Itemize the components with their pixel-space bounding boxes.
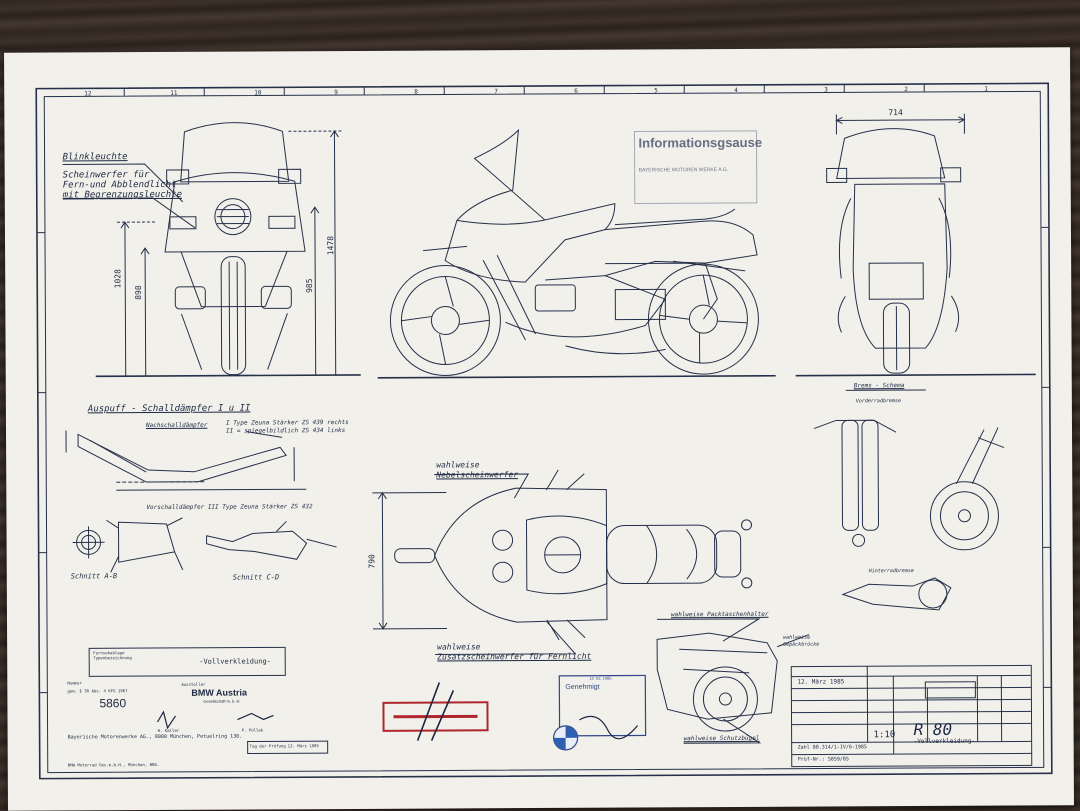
dim-985: 985 <box>305 278 314 293</box>
auspuff-title: Auspuff - Schalldämpfer I u II <box>88 404 251 415</box>
vollverkleidung-small: Fernsehablage Typenbezeichnung <box>93 650 153 660</box>
gepaeckbruecke-label-2: Gepäckbrücke <box>783 642 819 648</box>
blinkleuchte-label: Blinkleuchte <box>63 152 128 162</box>
title-block-model-sub: -Vollverkleidung- <box>914 738 975 745</box>
austria-gem: gem. § 30 Abs. 4 KFG 1967 <box>67 688 127 693</box>
outer-frame <box>36 83 1052 778</box>
austria-company: BMW Austria <box>191 688 247 698</box>
austria-company-sub: Gesellschaft m. b. H. <box>203 699 240 704</box>
auspuff-line-ii: II = spiegelbildlich ZS 434 links <box>226 427 345 435</box>
scheinwerfer-label-2: Fern-und Abblendlicht <box>63 180 177 191</box>
stamp-informations-line: BAYERISCHE MOTOREN WERKE A.G. <box>639 167 729 173</box>
schnitt-cd-label: Schnitt C-D <box>233 573 279 581</box>
austria-tag-value: 12. März 1985 <box>288 743 319 748</box>
grid-num-6: 6 <box>574 88 578 95</box>
grid-num-5: 5 <box>654 87 658 94</box>
grid-num-12: 12 <box>84 90 91 97</box>
packtaschenhalter-label: wahlweise Packtaschenhalter <box>671 611 769 619</box>
nebel-label-1: wahlweise <box>436 460 479 469</box>
title-block-pruf: Prüf-Nr.: 5859/85 <box>798 756 849 762</box>
vollverkleidung-value: -Vollverkleidung- <box>199 657 271 665</box>
grid-num-1: 1 <box>984 86 988 93</box>
scheinwerfer-label-3: mit Begrenzungsleuchte <box>63 190 182 201</box>
austria-signatures <box>157 711 273 728</box>
genehmigt-date: 12. 03. 1985 <box>589 676 611 681</box>
dim-1028: 1028 <box>113 269 122 288</box>
gepaeckbruecke-label-1: wahlweise <box>783 635 810 641</box>
grid-num-9: 9 <box>334 89 338 96</box>
austria-bayerische: Bayerische Motorenwerke AG., 8000 Münche… <box>68 734 243 741</box>
genehmigt-title: Genehmigt <box>565 684 599 691</box>
brems-schema-title: Brems - Schema <box>854 382 905 389</box>
title-block-zahl: Zahl 80.314/1-IV/6-1985 <box>798 744 867 750</box>
grid-num-10: 10 <box>254 89 261 96</box>
zusatz-label-1: wahlweise <box>437 642 480 651</box>
austria-sign1: H. Kaller <box>158 728 180 733</box>
stamp-informations-title: Informationsgsause <box>638 135 762 151</box>
schnitt-ab-label: Schnitt A-B <box>71 572 117 580</box>
schutzbuegel-label: wahlweise Schutzbügel <box>684 735 760 742</box>
exhaust-drawing <box>66 429 337 572</box>
brake-schema-drawing <box>814 390 1005 611</box>
grid-num-7: 7 <box>494 88 498 95</box>
inner-frame <box>44 91 1044 772</box>
zusatz-label-2: Zusatzscheinwerfer für Fernlicht <box>437 652 591 662</box>
nachschalldaempfer-label: Nachschalldämpfer <box>146 422 207 429</box>
grid-num-2: 2 <box>904 86 908 93</box>
austria-nummer-label: Nummer <box>67 680 81 685</box>
dim-714: 714 <box>888 108 903 117</box>
austria-aussteller: Aussteller <box>181 682 205 687</box>
title-block-model: R 80 <box>914 720 953 739</box>
hinterradbremse-label: Hinterradbremse <box>869 568 914 574</box>
scheinwerfer-label-1: Scheinwerfer für <box>63 170 150 180</box>
signature-scribble <box>417 682 453 740</box>
austria-footer: BMW Motorrad Ges.m.b.H., München, BRD. <box>68 762 160 767</box>
dim-790: 790 <box>367 554 376 569</box>
top-view-drawing <box>372 469 752 655</box>
austria-number: 5860 <box>99 696 126 710</box>
auspuff-line-i: I Type Zeuna Stärker ZS 439 rechts <box>226 419 349 427</box>
rear-view-drawing <box>794 113 1035 375</box>
grid-num-11: 11 <box>170 90 177 97</box>
title-block-date: 12. März 1985 <box>797 678 844 685</box>
vorderradbremse-label: Vorderradbremse <box>856 398 901 404</box>
austria-tag-label: Tag der Prüfung <box>250 743 286 748</box>
grid-num-3: 3 <box>824 86 828 93</box>
nebel-label-2: Nebelscheinwerfer <box>436 470 518 479</box>
grid-num-4: 4 <box>734 87 738 94</box>
title-block-scale: 1:10 <box>874 730 896 740</box>
dim-1478: 1478 <box>326 236 335 255</box>
blueprint-drawing <box>4 47 1074 811</box>
austria-sign2: P. Pollak <box>242 727 264 732</box>
vorschalldaempfer-label: Vorschalldämpfer III Type Zeuna Stärker … <box>146 503 312 511</box>
blueprint-sheet: 12 11 10 9 8 7 6 5 4 3 2 1 Blinkleuchte … <box>4 47 1074 811</box>
dim-898: 898 <box>134 285 143 300</box>
grid-num-8: 8 <box>414 89 418 96</box>
